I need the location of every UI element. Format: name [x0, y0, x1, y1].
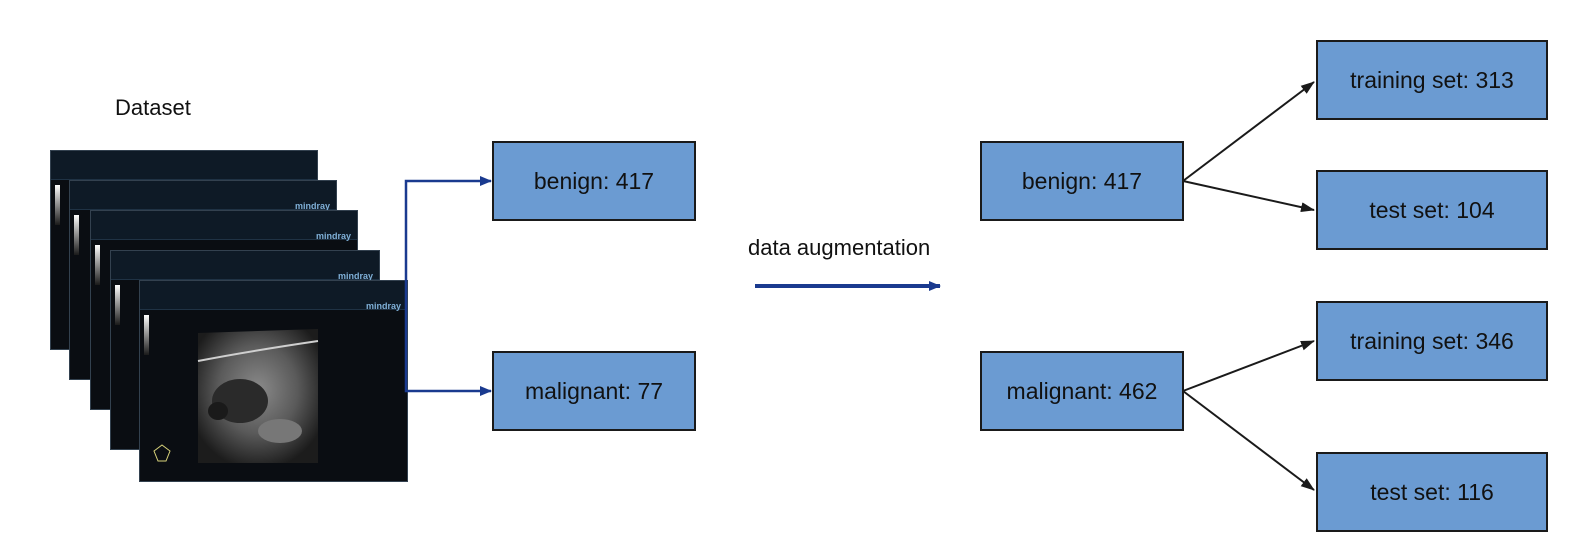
malignant-test-set-box: test set: 116: [1316, 452, 1548, 532]
augmented-benign-box: benign: 417: [980, 141, 1184, 221]
benign-count-box: benign: 417: [492, 141, 696, 221]
data-augmentation-label: data augmentation: [748, 235, 931, 260]
malignant-count-box: malignant: 77: [492, 351, 696, 431]
arrow-to-benign: [404, 176, 492, 280]
scan-brand-text: mindray: [315, 231, 351, 241]
arrow-malignant-test: [1182, 390, 1315, 491]
arrow-benign-test: [1182, 180, 1315, 213]
scan-brand-text: mindray: [337, 271, 373, 281]
arrow-to-malignant: [404, 280, 492, 396]
ultrasound-scan-5: mindray: [139, 280, 408, 482]
scan-brand-text: mindray: [294, 201, 330, 211]
benign-training-set-box: training set: 313: [1316, 40, 1548, 120]
dataset-title: Dataset: [115, 95, 191, 120]
malignant-training-set-box: training set: 346: [1316, 301, 1548, 381]
scan-brand-text: mindray: [365, 301, 401, 311]
ultrasound-image: [153, 329, 319, 463]
benign-test-set-box: test set: 104: [1316, 170, 1548, 250]
arrow-malignant-train: [1182, 340, 1315, 392]
augmented-malignant-box: malignant: 462: [980, 351, 1184, 431]
arrow-benign-train: [1182, 81, 1315, 182]
